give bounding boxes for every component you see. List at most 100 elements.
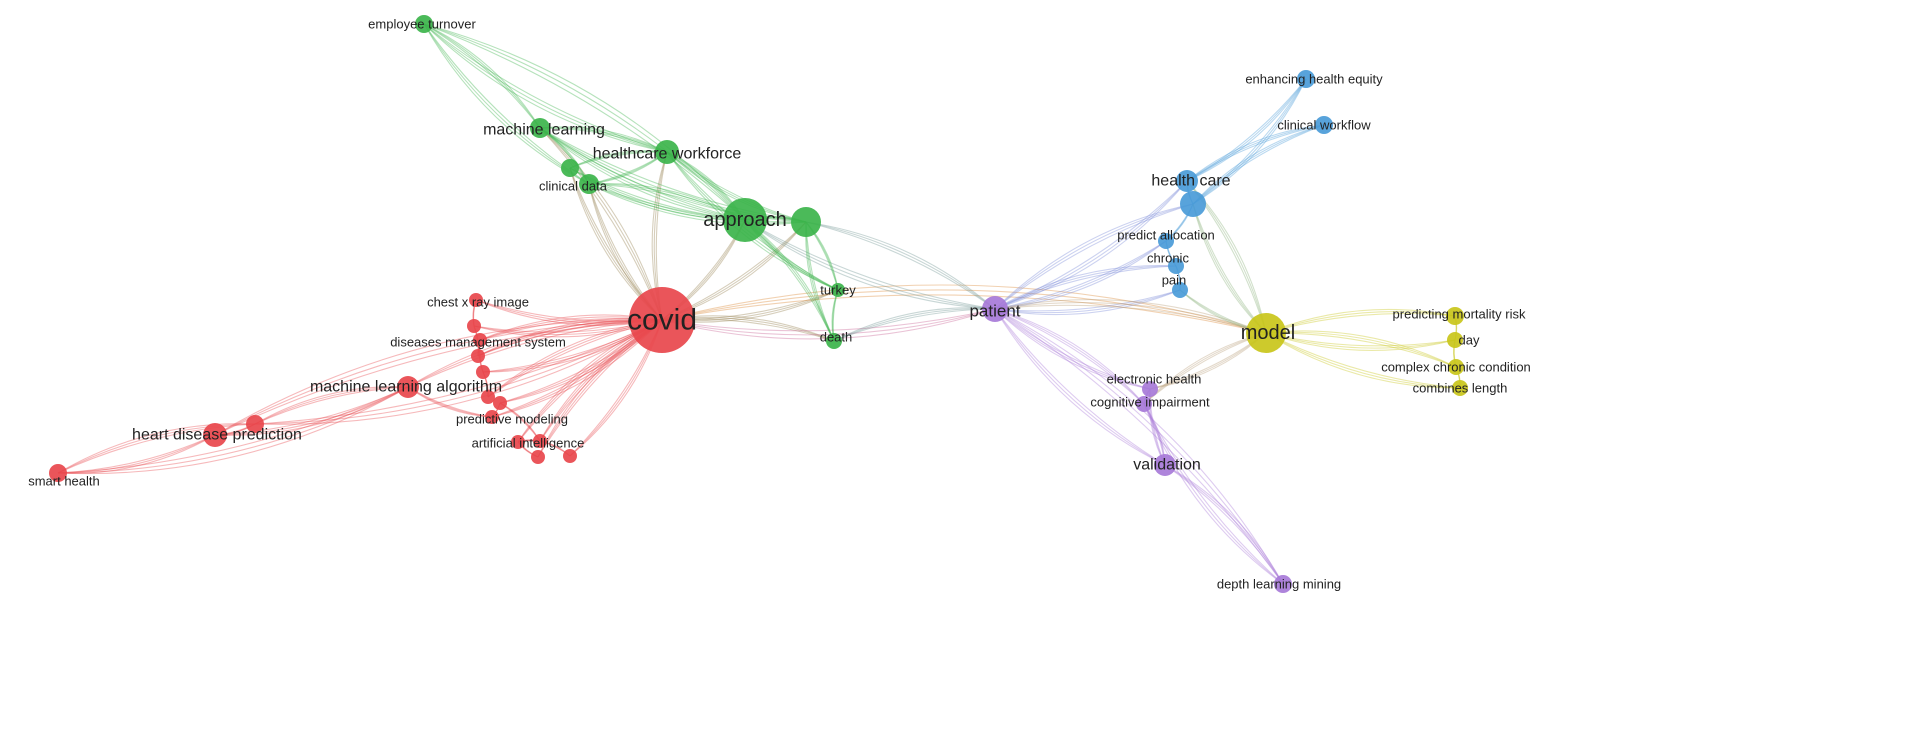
label-model: model: [1241, 322, 1295, 344]
link-smart-health-red-minor-9: [57, 423, 256, 474]
link-employee-turnover-approach: [423, 23, 746, 221]
node-blue-minor-1[interactable]: [1180, 191, 1206, 217]
node-predicting-mortality-risk[interactable]: [1446, 307, 1464, 325]
label-smart-health: smart health: [28, 474, 100, 489]
node-red-minor-4[interactable]: [481, 390, 495, 404]
node-red-minor-7[interactable]: [563, 449, 577, 463]
link-employee-turnover-healthcare-workforce: [423, 23, 668, 153]
link-health-care-enhancing-health-equity: [1186, 78, 1307, 182]
link-patient-predict-allocation: [994, 240, 1167, 310]
link-employee-turnover-clinical-data: [423, 23, 590, 185]
link-machine-learning-algorithm-smart-health: [57, 386, 409, 474]
node-red-minor-5[interactable]: [493, 396, 507, 410]
node-patient[interactable]: [982, 296, 1008, 322]
link-blue-minor-1-clinical-workflow: [1192, 124, 1325, 205]
node-employee-turnover[interactable]: [415, 15, 433, 33]
node-machine-learning[interactable]: [530, 118, 550, 138]
link-covid-model: [661, 284, 1267, 334]
link-machine-learning-algorithm-smart-health: [57, 386, 409, 475]
link-machine-learning-algorithm-heart-disease-prediction: [214, 386, 409, 436]
link-health-care-enhancing-health-equity: [1186, 78, 1307, 182]
label-enhancing-health-equity: enhancing health equity: [1245, 72, 1383, 87]
node-clinical-data[interactable]: [579, 174, 599, 194]
link-death-patient: [833, 307, 996, 342]
link-patient-pain: [994, 289, 1181, 316]
label-predicting-mortality-risk: predicting mortality risk: [1393, 307, 1526, 322]
label-chronic: chronic: [1147, 251, 1189, 266]
node-health-care[interactable]: [1176, 170, 1198, 192]
node-validation[interactable]: [1154, 454, 1176, 476]
node-predict-allocation[interactable]: [1158, 233, 1174, 249]
label-combines-length: combines length: [1413, 381, 1508, 396]
label-employee-turnover: employee turnover: [368, 17, 476, 32]
node-turkey[interactable]: [831, 283, 845, 297]
link-approach-patient: [744, 219, 996, 310]
node-predictive-modeling[interactable]: [485, 410, 499, 424]
node-death[interactable]: [826, 333, 842, 349]
label-clinical-data: clinical data: [539, 179, 608, 194]
link-patient-cognitive-impairment: [994, 308, 1145, 405]
node-cognitive-impairment[interactable]: [1136, 396, 1152, 412]
node-clinical-workflow[interactable]: [1315, 116, 1333, 134]
link-employee-turnover-machine-learning: [423, 23, 541, 129]
link-model-predicting-mortality-risk: [1265, 312, 1456, 334]
node-chest-x-ray-image[interactable]: [469, 293, 483, 307]
link-covid-heart-disease-prediction: [214, 319, 663, 436]
link-patient-chronic: [994, 265, 1177, 310]
node-green-minor-1[interactable]: [791, 207, 821, 237]
link-heart-disease-prediction-smart-health: [57, 434, 216, 474]
link-covid-red-minor-9: [254, 319, 663, 425]
node-pain[interactable]: [1172, 282, 1188, 298]
link-covid-machine-learning-algorithm: [407, 319, 663, 388]
link-patient-health-care: [994, 180, 1188, 310]
node-red-minor-9[interactable]: [246, 415, 264, 433]
link-patient-depth-learning-mining: [994, 308, 1284, 585]
node-diseases-management-system[interactable]: [473, 333, 487, 347]
node-covid[interactable]: [629, 287, 695, 353]
node-artificial-intelligence[interactable]: [533, 434, 547, 448]
node-healthcare-workforce[interactable]: [655, 140, 679, 164]
label-validation: validation: [1133, 457, 1201, 474]
node-combines-length[interactable]: [1452, 380, 1468, 396]
node-machine-learning-algorithm[interactable]: [397, 376, 419, 398]
link-patient-electronic-health: [994, 308, 1151, 390]
link-patient-depth-learning-mining: [994, 308, 1284, 585]
link-validation-depth-learning-mining: [1164, 464, 1284, 585]
node-model[interactable]: [1246, 313, 1286, 353]
node-red-minor-2[interactable]: [471, 349, 485, 363]
node-red-minor-6[interactable]: [511, 435, 525, 449]
label-machine-learning-algorithm: machine learning algorithm: [310, 379, 502, 396]
node-red-minor-1[interactable]: [467, 319, 481, 333]
link-patient-cognitive-impairment: [994, 308, 1145, 405]
label-health-care: health care: [1151, 173, 1230, 190]
node-green-minor-2[interactable]: [561, 159, 579, 177]
link-model-day: [1265, 332, 1456, 347]
link-patient-model: [994, 302, 1267, 334]
node-chronic[interactable]: [1168, 258, 1184, 274]
link-approach-patient: [744, 219, 996, 310]
label-covid: covid: [627, 304, 697, 337]
node-enhancing-health-equity[interactable]: [1297, 70, 1315, 88]
node-day[interactable]: [1447, 332, 1463, 348]
link-blue-minor-1-enhancing-health-equity: [1192, 78, 1307, 205]
label-depth-learning-mining: depth learning mining: [1217, 577, 1341, 592]
link-covid-heart-disease-prediction: [214, 319, 663, 436]
label-artificial-intelligence: artificial intelligence: [472, 436, 585, 451]
link-death-patient: [833, 308, 996, 342]
link-machine-learning-algorithm-smart-health: [57, 386, 409, 474]
node-approach[interactable]: [723, 198, 767, 242]
node-red-minor-8[interactable]: [531, 450, 545, 464]
label-complex-chronic-condition: complex chronic condition: [1381, 360, 1531, 375]
node-heart-disease-prediction[interactable]: [203, 423, 227, 447]
link-health-care-clinical-workflow: [1186, 124, 1325, 182]
node-complex-chronic-condition[interactable]: [1448, 359, 1464, 375]
label-diseases-management-system: diseases management system: [390, 335, 566, 350]
link-patient-pain: [994, 289, 1181, 314]
node-red-minor-3[interactable]: [476, 365, 490, 379]
node-electronic-health[interactable]: [1142, 381, 1158, 397]
node-depth-learning-mining[interactable]: [1274, 575, 1292, 593]
link-employee-turnover-approach: [423, 23, 746, 221]
node-smart-health[interactable]: [49, 464, 67, 482]
link-cognitive-impairment-depth-learning-mining: [1143, 403, 1284, 585]
